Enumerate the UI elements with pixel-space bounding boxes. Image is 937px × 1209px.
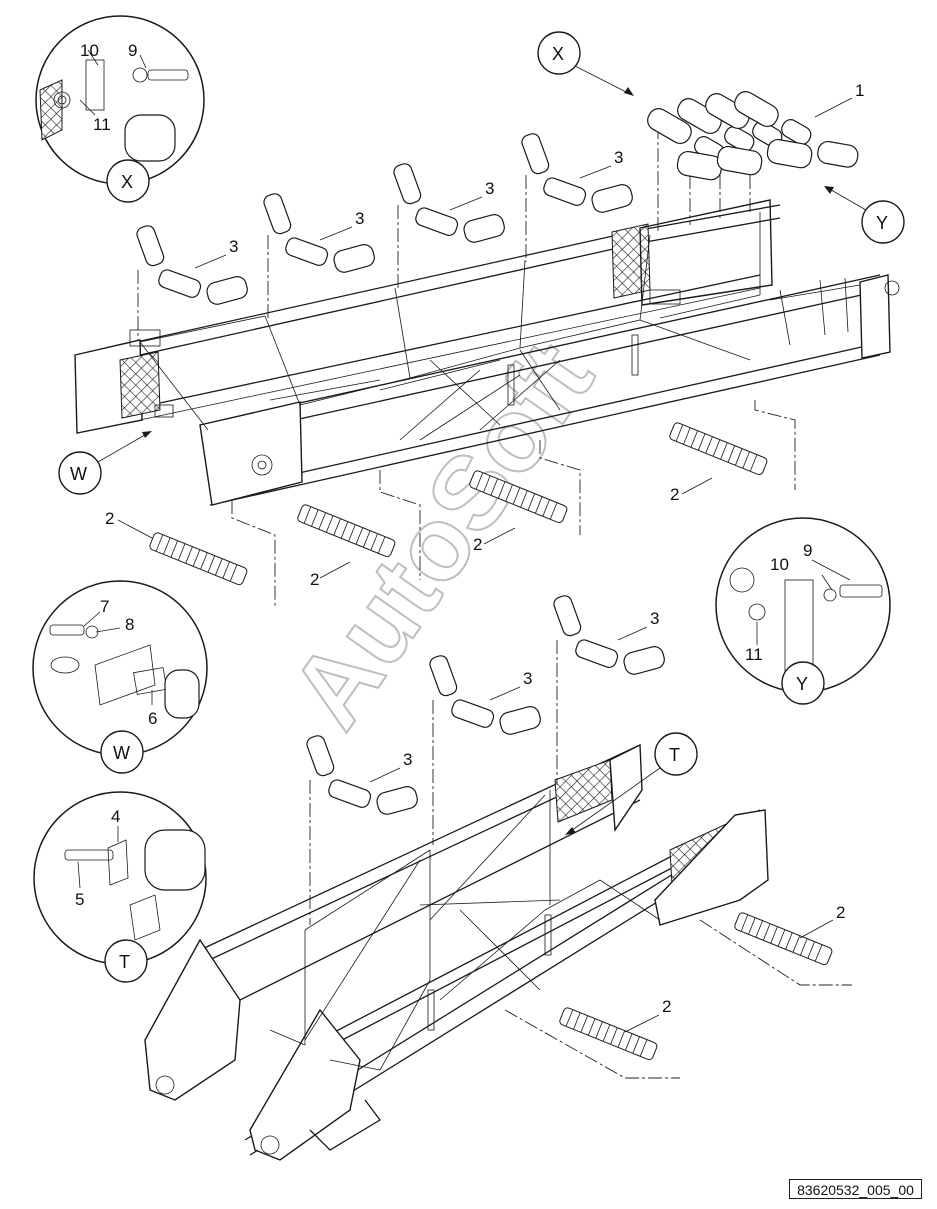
- callout-2-c: 2: [473, 535, 482, 554]
- callout-7: 7: [100, 597, 109, 616]
- callout-2-f: 2: [662, 997, 671, 1016]
- view-label-t: T: [119, 952, 130, 972]
- callout-3-f: 3: [523, 669, 532, 688]
- callout-3-g: 3: [650, 609, 659, 628]
- svg-text:Y: Y: [876, 213, 888, 233]
- lower-conveyor-frame: [144, 743, 769, 1161]
- detail-w: 7 8 6 W: [32, 580, 208, 774]
- svg-text:T: T: [669, 745, 680, 765]
- view-pointer-x: X: [537, 31, 634, 96]
- svg-text:X: X: [552, 44, 564, 64]
- callout-9-y: 9: [803, 541, 812, 560]
- callout-11-y: 11: [745, 645, 763, 664]
- callout-5: 5: [75, 890, 84, 909]
- callout-3-e: 3: [403, 750, 412, 769]
- view-label-w: W: [113, 743, 130, 763]
- callout-3-b: 3: [355, 209, 364, 228]
- view-pointer-w: W: [58, 431, 152, 495]
- callout-6: 6: [148, 709, 157, 728]
- callout-labels: 1 3 3 3 3 2 2 2 2 3 3 3 2 2: [105, 81, 864, 1033]
- callout-2-e: 2: [836, 903, 845, 922]
- callout-1: 1: [855, 81, 864, 100]
- upper-conveyor-frame: [74, 199, 900, 506]
- callout-2-b: 2: [310, 570, 319, 589]
- callout-2-a: 2: [105, 509, 114, 528]
- callout-8: 8: [125, 615, 134, 634]
- view-pointer-y: Y: [824, 186, 905, 244]
- detail-x: 10 9 11 X: [35, 15, 205, 203]
- callout-9-x: 9: [128, 41, 137, 60]
- view-label-y: Y: [796, 674, 808, 694]
- svg-text:W: W: [70, 464, 87, 484]
- view-pointer-t: T: [565, 732, 698, 835]
- callout-11-x: 11: [93, 115, 111, 134]
- callout-10-y: 10: [770, 555, 789, 574]
- callout-10-x: 10: [80, 41, 99, 60]
- callout-3-c: 3: [485, 179, 494, 198]
- lower-troughing-rollers: [306, 595, 665, 925]
- detail-y: 10 9 11 Y: [715, 517, 891, 705]
- callout-2-d: 2: [670, 485, 679, 504]
- callout-3-d: 3: [614, 148, 623, 167]
- upper-troughing-rollers: [136, 125, 751, 340]
- callout-4: 4: [111, 807, 120, 826]
- detail-t: 4 5 T: [33, 791, 207, 983]
- callout-3-a: 3: [229, 237, 238, 256]
- view-label-x: X: [121, 172, 133, 192]
- lower-return-rollers: [504, 911, 852, 1079]
- impact-roller-set: [647, 91, 859, 181]
- upper-return-rollers: [148, 400, 796, 608]
- figure-reference: 83620532_005_00: [789, 1179, 922, 1199]
